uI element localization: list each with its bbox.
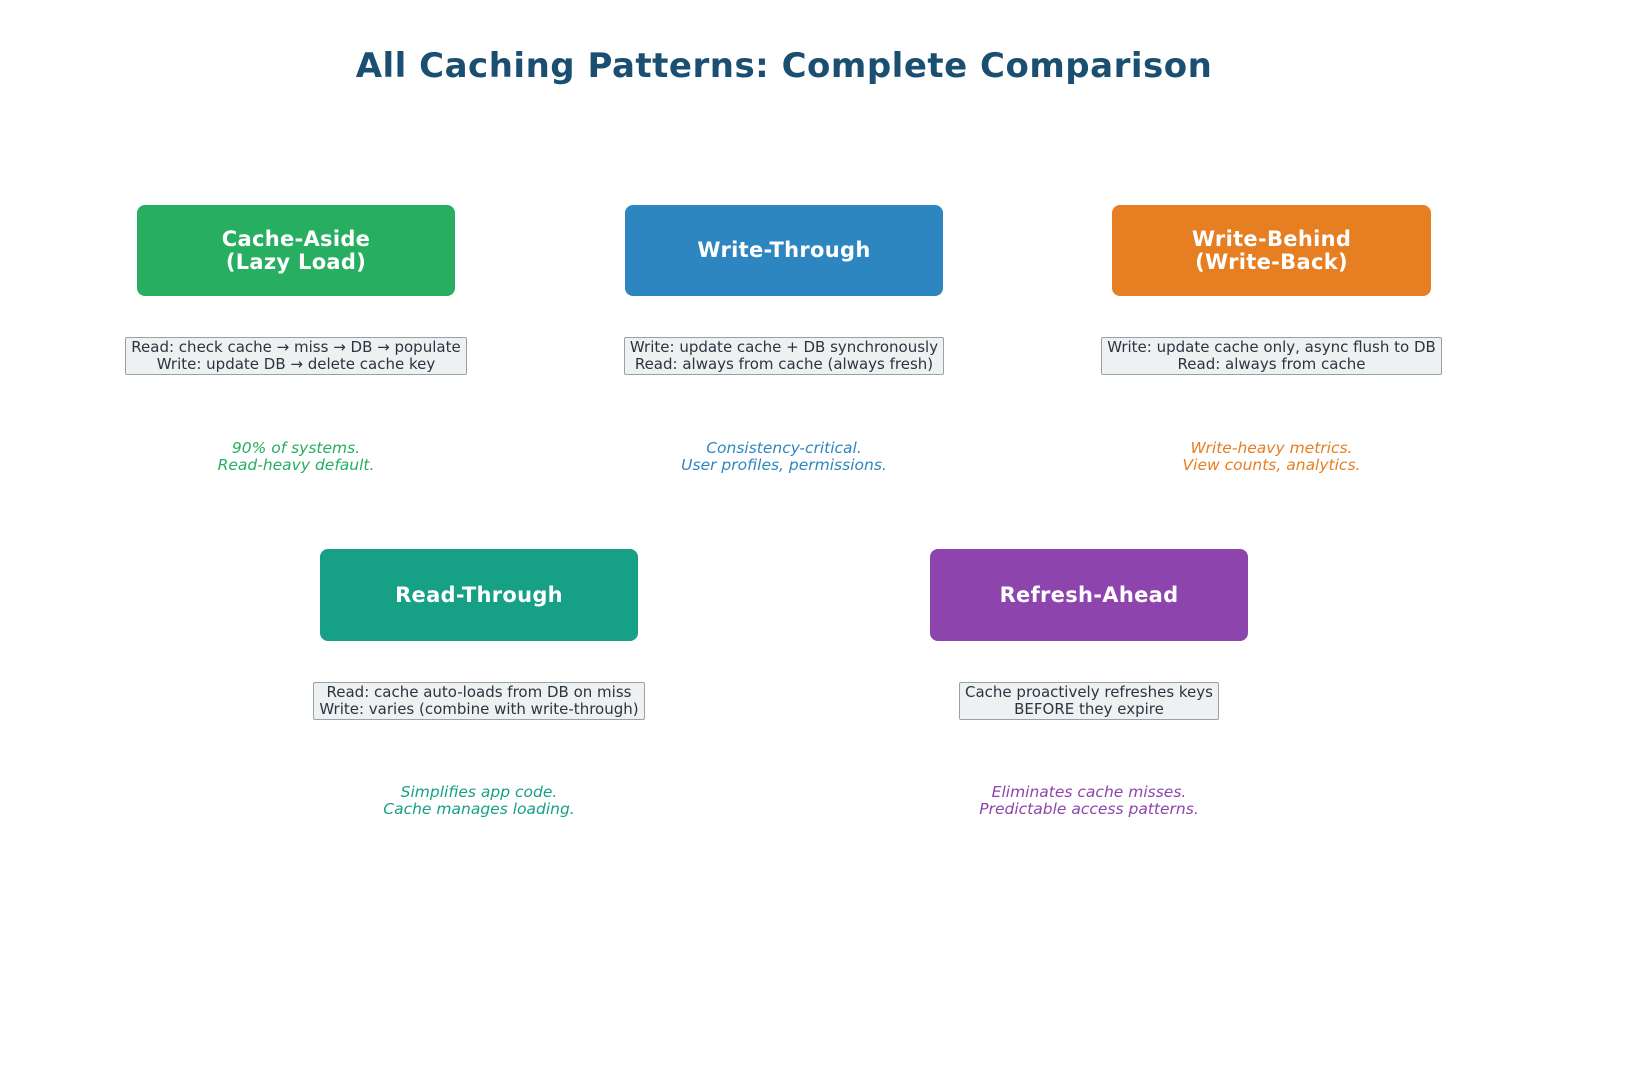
pattern-note: Simplifies app code.Cache manages loadin… <box>240 784 718 818</box>
pattern-note: Eliminates cache misses.Predictable acce… <box>850 784 1328 818</box>
desc-line-1: Write: update cache + DB synchronously <box>629 338 939 356</box>
pattern-note: Consistency-critical.User profiles, perm… <box>545 440 1023 474</box>
pattern-desc-wrap: Read: check cache → miss → DB → populate… <box>57 337 535 375</box>
note-line-1: 90% of systems. <box>231 439 361 457</box>
pattern-desc-wrap: Write: update cache only, async flush to… <box>1032 337 1511 375</box>
page-title: All Caching Patterns: Complete Compariso… <box>355 46 1213 86</box>
desc-line-2: BEFORE they expire <box>1014 700 1164 718</box>
pattern-note: 90% of systems.Read-heavy default. <box>57 440 535 474</box>
note-line-2: View counts, analytics. <box>1182 456 1361 474</box>
desc-line-2: Write: update DB → delete cache key <box>156 355 436 373</box>
pattern-header-cache-aside: Cache-Aside(Lazy Load) <box>137 205 455 296</box>
desc-line-1: Read: check cache → miss → DB → populate <box>131 338 461 356</box>
note-line-1: Write-heavy metrics. <box>1190 439 1353 457</box>
pattern-title: Write-Behind <box>1191 226 1352 251</box>
desc-line-2: Read: always from cache <box>1177 355 1366 373</box>
pattern-title: Refresh-Ahead <box>999 582 1179 607</box>
note-line-2: Read-heavy default. <box>217 456 375 474</box>
note-line-2: Predictable access patterns. <box>979 800 1199 818</box>
pattern-title: Cache-Aside <box>221 226 371 251</box>
desc-line-2: Write: varies (combine with write-throug… <box>319 700 639 718</box>
pattern-note: Write-heavy metrics.View counts, analyti… <box>1032 440 1511 474</box>
pattern-subtitle: (Write-Back) <box>1195 249 1348 274</box>
pattern-title: Write-Through <box>697 238 871 262</box>
pattern-title: Read-Through <box>395 582 563 607</box>
desc-line-2: Read: always from cache (always fresh) <box>634 355 934 373</box>
pattern-desc-box: Write: update cache only, async flush to… <box>1101 337 1442 375</box>
desc-line-1: Read: cache auto-loads from DB on miss <box>326 683 632 701</box>
note-line-1: Simplifies app code. <box>400 783 558 801</box>
note-line-2: Cache manages loading. <box>383 800 575 818</box>
pattern-desc-box: Read: check cache → miss → DB → populate… <box>125 337 467 375</box>
desc-line-1: Write: update cache only, async flush to… <box>1107 338 1436 356</box>
pattern-header-refresh-ahead: Refresh-Ahead <box>930 549 1248 641</box>
note-line-1: Consistency-critical. <box>706 439 862 457</box>
pattern-header-read-through: Read-Through <box>320 549 638 641</box>
pattern-header-write-behind: Write-Behind(Write-Back) <box>1112 205 1431 296</box>
pattern-header-write-through: Write-Through <box>625 205 943 296</box>
note-line-1: Eliminates cache misses. <box>991 783 1187 801</box>
pattern-subtitle: (Lazy Load) <box>225 249 367 274</box>
note-line-2: User profiles, permissions. <box>681 456 887 474</box>
desc-line-1: Cache proactively refreshes keys <box>965 683 1213 701</box>
